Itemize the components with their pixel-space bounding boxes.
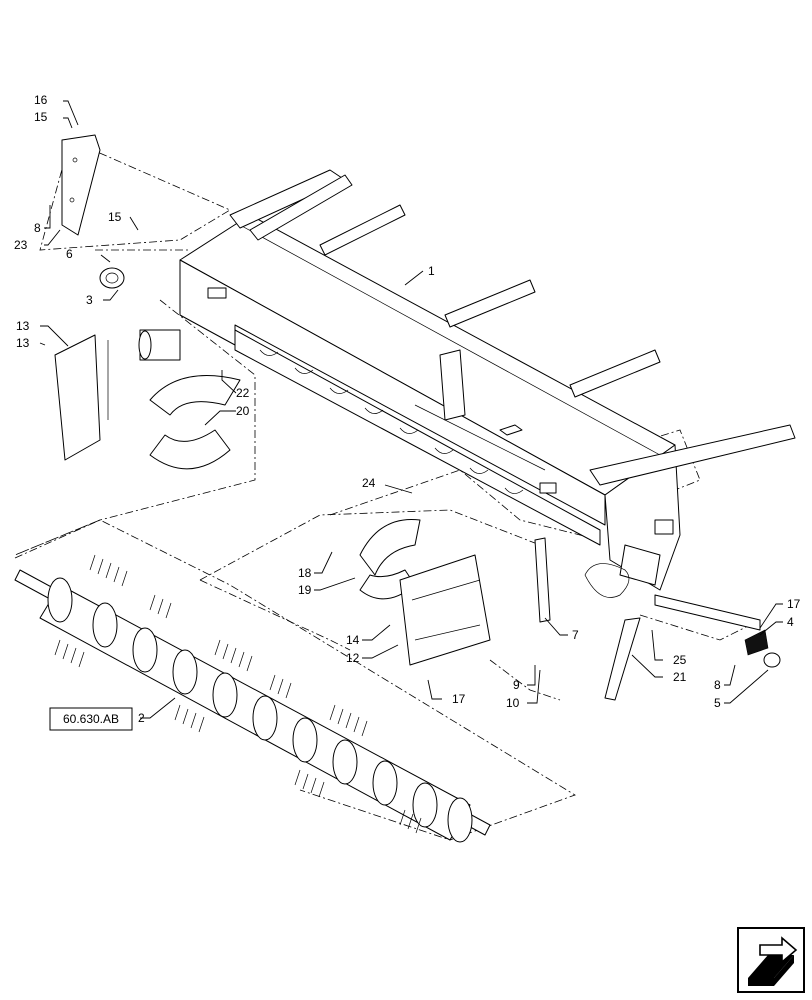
callout-11: 13 <box>16 319 30 333</box>
callout-4: 4 <box>787 615 794 629</box>
callout-9: 9 <box>513 678 520 692</box>
frame-slots <box>259 349 524 494</box>
reference-link[interactable]: 60.630.AB <box>49 707 133 731</box>
callout-19: 15 <box>34 110 48 124</box>
callout-6: 6 <box>66 247 73 261</box>
motor-block <box>138 329 181 361</box>
callout-18: 15 <box>108 210 122 224</box>
rotor-2 <box>14 554 491 843</box>
next-page-arrow-icon[interactable] <box>737 927 805 993</box>
callout-7: 7 <box>572 628 579 642</box>
callout-15-left: 20 <box>236 404 250 418</box>
callout-5: 5 <box>714 696 721 710</box>
bracket-19 <box>61 134 101 236</box>
callout-17: 17 <box>787 597 801 611</box>
callout-15-center: 19 <box>298 583 312 597</box>
callout-24: 24 <box>362 476 376 490</box>
rotor-tines <box>54 554 422 834</box>
shield-11 <box>54 334 109 461</box>
strip-7 <box>534 537 551 623</box>
callout-10: 10 <box>506 696 520 710</box>
rotor-flanges <box>47 577 473 843</box>
callout-16: 18 <box>298 566 312 580</box>
callout-13-left: 13 <box>16 336 30 350</box>
callout-25: 25 <box>673 653 687 667</box>
main-frame <box>179 169 796 631</box>
callout-22: 23 <box>14 238 28 252</box>
callout-3: 3 <box>86 293 93 307</box>
leader-lines <box>39 100 783 719</box>
bearing-3 <box>99 267 125 289</box>
callout-12: 12 <box>346 651 360 665</box>
callout-21: 22 <box>236 386 250 400</box>
callout-1: 1 <box>428 264 435 278</box>
callout-2: 2 <box>138 711 145 725</box>
callout-20: 16 <box>34 93 48 107</box>
callout-14: 17 <box>452 692 466 706</box>
callout-13-center: 14 <box>346 633 360 647</box>
reference-label[interactable]: 60.630.AB <box>63 712 119 726</box>
callout-23: 21 <box>673 670 687 684</box>
callout-8-right: 8 <box>714 678 721 692</box>
disc-15-left <box>149 375 241 470</box>
callout-labels: 16 15 8 23 15 6 3 13 13 22 20 1 24 18 19… <box>14 93 801 725</box>
bearing-4 <box>744 629 781 668</box>
strap-23 <box>604 617 641 701</box>
callout-8-top: 8 <box>34 221 41 235</box>
shield-12 <box>399 554 491 666</box>
